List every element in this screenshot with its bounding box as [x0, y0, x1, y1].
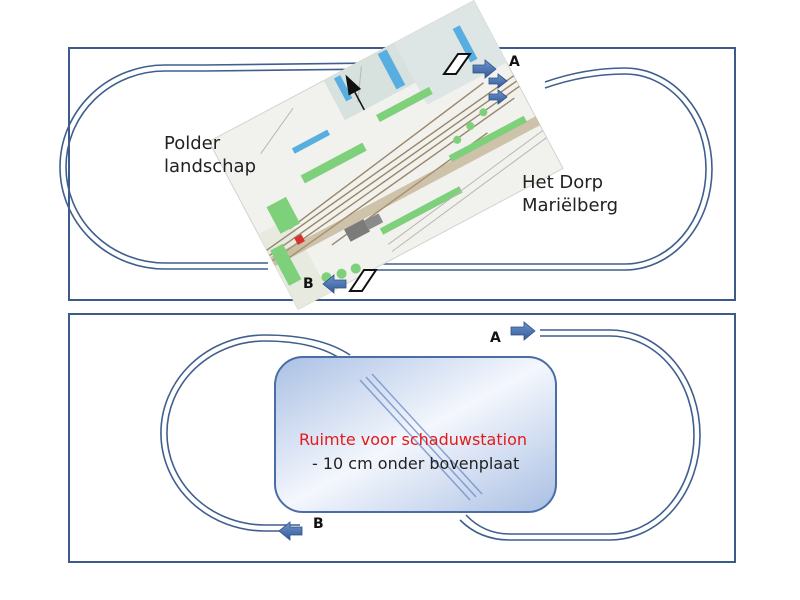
bottom-arrow-a — [510, 321, 536, 341]
station-plan-image — [208, 0, 564, 310]
bottom-track-loop-right — [459, 329, 701, 541]
shadow-station-note: - 10 cm onder bovenplaat — [312, 454, 520, 473]
village-label-line2: Mariëlberg — [522, 195, 619, 216]
top-track-loop-left — [59, 64, 268, 270]
top-arrow-a — [472, 59, 508, 105]
shadow-station-title: Ruimte voor schaduwstation — [299, 430, 528, 449]
polder-label: Polder landschap — [164, 132, 256, 178]
bottom-track-loop-left — [160, 334, 351, 532]
shadow-station-diagonal — [359, 373, 483, 501]
top-marker-a: A — [509, 54, 520, 70]
bottom-arrow-b — [278, 521, 303, 541]
top-marker-b: B — [303, 276, 314, 292]
polder-label-line2: landschap — [164, 156, 257, 177]
village-label-line1: Het Dorp — [522, 172, 604, 193]
top-track-loop-right — [372, 67, 713, 271]
village-label: Het Dorp Mariëlberg — [522, 171, 618, 217]
switch-marker-b — [348, 269, 378, 292]
top-arrow-b — [322, 274, 347, 294]
shadow-station-area — [274, 356, 557, 513]
bottom-marker-a: A — [490, 330, 501, 346]
bottom-marker-b: B — [313, 516, 324, 532]
polder-label-line1: Polder — [164, 133, 221, 154]
switch-marker-a — [442, 53, 472, 75]
